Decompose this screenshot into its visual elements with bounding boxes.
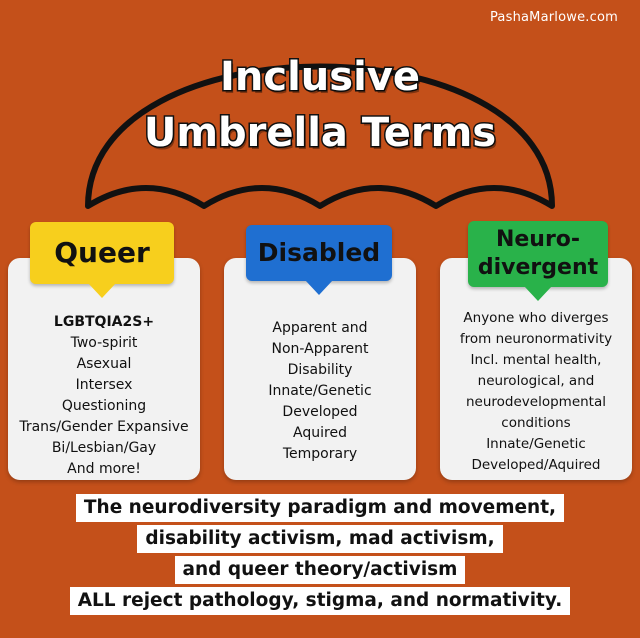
list-item: from neuronormativity bbox=[459, 331, 613, 347]
neurodivergent-term-list: Anyone who diverges from neuronormativit… bbox=[440, 308, 632, 476]
closing-statement: The neurodiversity paradigm and movement… bbox=[0, 494, 640, 618]
list-item: Anyone who diverges bbox=[463, 310, 609, 326]
site-credit: PashaMarlowe.com bbox=[489, 10, 618, 25]
statement-line-1: The neurodiversity paradigm and movement… bbox=[75, 494, 565, 522]
list-item: Non-Apparent bbox=[271, 341, 369, 357]
queer-card: LGBTQIA2S+ Two-spirit Asexual Intersex Q… bbox=[8, 258, 200, 480]
list-item: Innate/Genetic bbox=[268, 383, 372, 399]
list-item: Disability bbox=[287, 362, 353, 378]
list-item: neurological, and bbox=[477, 373, 595, 389]
page-title-line-1: Inclusive bbox=[219, 53, 422, 102]
list-item: Developed bbox=[282, 404, 358, 420]
list-item: Temporary bbox=[282, 446, 358, 462]
list-item: Questioning bbox=[61, 398, 147, 414]
disabled-term-list: Apparent and Non-Apparent Disability Inn… bbox=[224, 318, 416, 465]
list-item: Developed/Aquired bbox=[471, 457, 601, 473]
neurodivergent-label-bubble: Neuro- divergent bbox=[468, 221, 608, 301]
statement-line-4: ALL reject pathology, stigma, and normat… bbox=[69, 587, 571, 615]
list-item: Trans/Gender Expansive bbox=[19, 419, 189, 435]
statement-line-3: and queer theory/activism bbox=[174, 556, 466, 584]
list-item: And more! bbox=[67, 461, 141, 477]
page-title-line-2: Umbrella Terms bbox=[142, 109, 497, 158]
queer-term-list: LGBTQIA2S+ Two-spirit Asexual Intersex Q… bbox=[8, 312, 200, 480]
neurodivergent-label-line-1: Neuro- bbox=[495, 227, 581, 252]
neurodivergent-label-line-2: divergent bbox=[477, 255, 599, 280]
list-item: Innate/Genetic bbox=[486, 436, 586, 452]
list-item: Aquired bbox=[293, 425, 347, 441]
list-item: conditions bbox=[501, 415, 571, 431]
queer-label-bubble: Queer bbox=[30, 222, 174, 298]
disabled-label-bubble: Disabled bbox=[246, 225, 392, 295]
list-item: Apparent and bbox=[272, 320, 368, 336]
list-item: Asexual bbox=[76, 356, 132, 372]
list-item: Intersex bbox=[75, 377, 133, 393]
list-item: LGBTQIA2S+ bbox=[53, 314, 155, 330]
list-item: Two-spirit bbox=[70, 335, 138, 351]
list-item: Bi/Lesbian/Gay bbox=[51, 440, 157, 456]
statement-line-2: disability activism, mad activism, bbox=[137, 525, 503, 553]
list-item: neurodevelopmental bbox=[465, 394, 606, 410]
disabled-card: Apparent and Non-Apparent Disability Inn… bbox=[224, 258, 416, 480]
list-item: Incl. mental health, bbox=[470, 352, 602, 368]
